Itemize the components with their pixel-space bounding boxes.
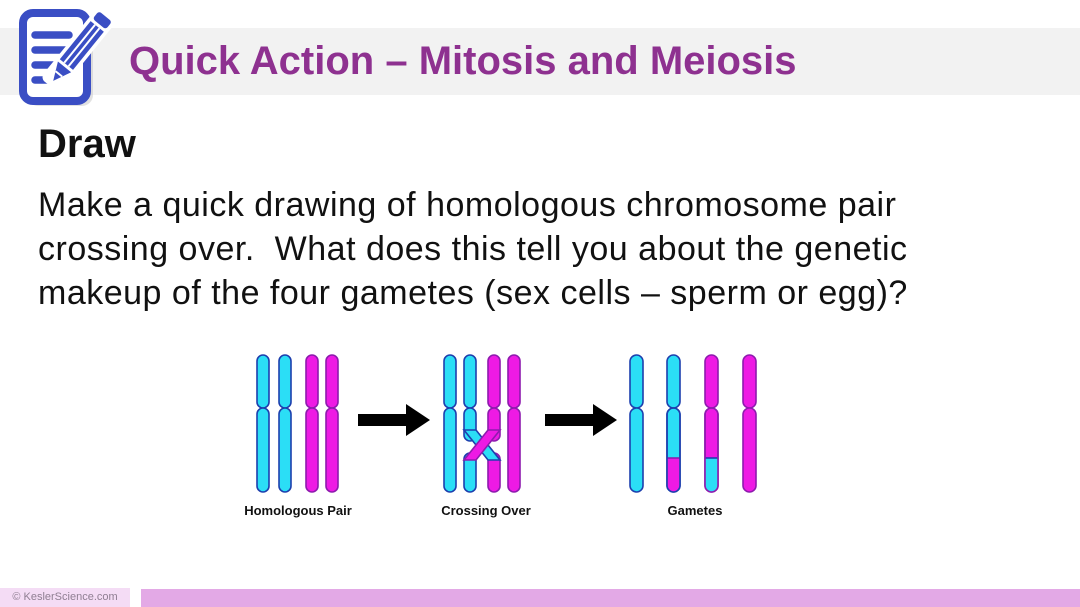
footer-accent-bar <box>141 589 1080 607</box>
prompt-line-3: makeup of the four gametes (sex cells – … <box>38 274 908 312</box>
draw-heading: Draw <box>38 122 136 166</box>
arrow-icon <box>545 404 617 436</box>
header-band <box>0 28 1080 95</box>
arrow-icon <box>358 404 430 436</box>
copyright-badge: © KeslerScience.com <box>0 588 130 607</box>
crossing-over-group <box>443 354 521 493</box>
prompt-line-1: Make a quick drawing of homologous chrom… <box>38 186 897 224</box>
crossing-over-label: Crossing Over <box>441 503 531 518</box>
homologous-pair-label: Homologous Pair <box>244 503 352 518</box>
chromosome-art <box>256 354 757 493</box>
gametes-label: Gametes <box>667 503 723 518</box>
crossing-over-diagram: Homologous Pair Crossing Over Gametes <box>235 350 795 522</box>
pencil-icon <box>42 7 116 91</box>
page-title: Quick Action – Mitosis and Meiosis <box>129 39 797 83</box>
gametes-group <box>629 354 757 493</box>
prompt-line-2: crossing over. What does this tell you a… <box>38 230 908 268</box>
notepad-pencil-icon <box>19 7 116 106</box>
homologous-pair-group <box>256 354 339 493</box>
prompt-text: Make a quick drawing of homologous chrom… <box>38 183 1048 315</box>
